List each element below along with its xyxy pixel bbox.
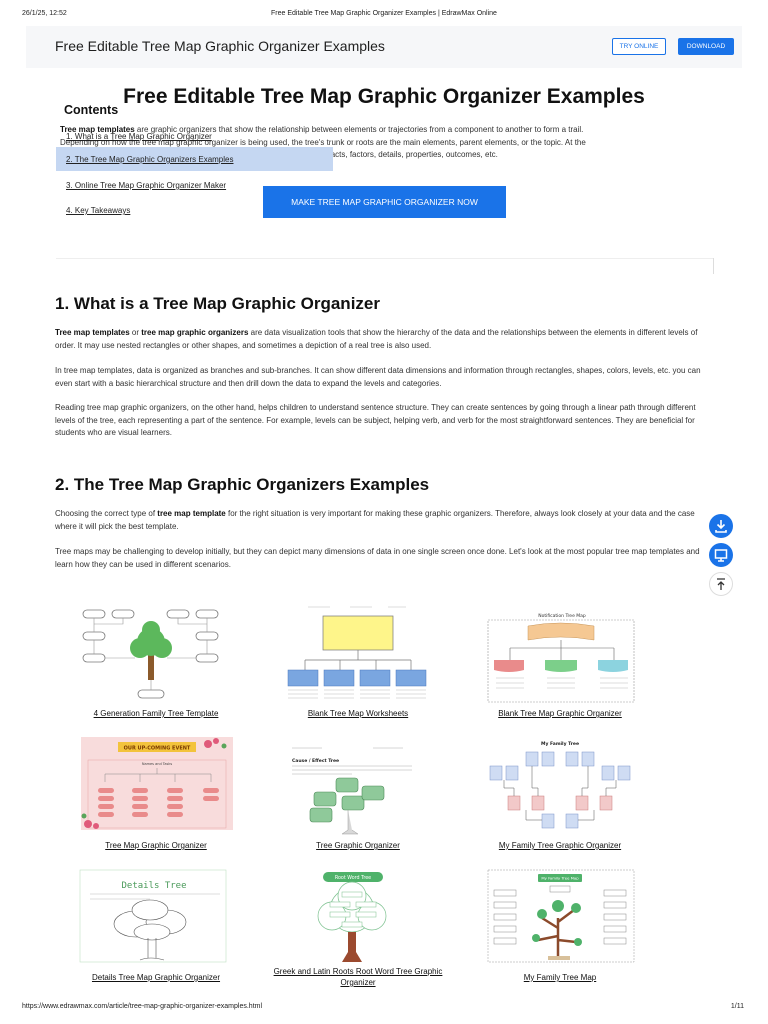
root-tree-title: Root Word Tree	[335, 875, 371, 881]
template-caption[interactable]: My Family Tree Map	[523, 973, 597, 982]
template-caption[interactable]: My Family Tree Graphic Organizer	[498, 841, 622, 850]
template-caption[interactable]: Tree Map Graphic Organizer	[105, 841, 207, 850]
make-tree-map-button[interactable]: MAKE TREE MAP GRAPHIC ORGANIZER NOW	[263, 186, 506, 218]
section-2-p1-b: for the right situation is very importan…	[55, 509, 695, 531]
section-1-heading: 1. What is a Tree Map Graphic Organizer	[55, 294, 380, 313]
print-page-number: 1/11	[730, 1003, 744, 1010]
toc-title: Contents	[64, 103, 119, 117]
section-2-p1-a: Choosing the correct type of	[55, 509, 158, 518]
bold-term-b: tree map graphic organizers	[141, 328, 249, 337]
event-subtitle: Names and Tasks	[142, 762, 173, 766]
notification-tree-thumbnail: Notification Tree Map	[487, 613, 635, 703]
download-button[interactable]: DOWNLOAD	[678, 38, 734, 55]
section-1-p1-rest: are data visualization tools that show t…	[55, 328, 698, 350]
template-caption[interactable]: Details Tree Map Graphic Organizer	[91, 973, 221, 982]
divider	[56, 258, 714, 259]
toc-item-1[interactable]: 1. What is a Tree Map Graphic Organizer	[66, 132, 212, 141]
intro-bold: Tree map templates	[60, 125, 135, 134]
print-title: Free Editable Tree Map Graphic Organizer…	[271, 10, 497, 17]
top-bar: Free Editable Tree Map Graphic Organizer…	[26, 26, 742, 68]
toc-item-2[interactable]: 2. The Tree Map Graphic Organizers Examp…	[56, 147, 333, 171]
template-caption[interactable]: Blank Tree Map Worksheets	[307, 709, 409, 718]
family-tree-map-thumbnail: My Family Tree Map	[487, 869, 635, 963]
site-title: Free Editable Tree Map Graphic Organizer…	[55, 38, 385, 54]
event-banner: OUR UP-COMING EVENT	[124, 746, 191, 752]
family-map-title: My Family Tree Map	[541, 876, 579, 881]
print-date: 26/1/25, 12:52	[22, 10, 67, 17]
intro-line-2: Depending on how the tree map graphic or…	[60, 137, 586, 147]
intro-line-3: nts show relevant facts, factors, detail…	[264, 150, 498, 159]
template-caption[interactable]: Greek and Latin Roots Root Word Tree Gra…	[273, 967, 443, 987]
presentation-icon[interactable]	[709, 543, 733, 567]
download-icon[interactable]	[709, 514, 733, 538]
section-2-paragraph-2: Tree maps may be challenging to develop …	[55, 547, 700, 569]
bold-term-a: Tree map templates	[55, 328, 130, 337]
toc-item-4[interactable]: 4. Key Takeaways	[66, 206, 131, 215]
bold-term-template: tree map template	[157, 509, 226, 518]
page-title: Free Editable Tree Map Graphic Organizer…	[123, 85, 645, 108]
intro-line-1: are graphic organizers that show the rel…	[134, 125, 584, 134]
cause-effect-title: Cause / Effect Tree	[292, 758, 339, 764]
section-1-paragraph-2: In tree map templates, data is organized…	[55, 366, 701, 388]
blank-worksheet-thumbnail	[287, 606, 427, 699]
toc-item-3[interactable]: 3. Online Tree Map Graphic Organizer Mak…	[66, 181, 227, 190]
family-tree-thumbnail	[82, 609, 219, 699]
event-tree-thumbnail: OUR UP-COMING EVENT Names and Tasks	[81, 737, 233, 830]
template-caption[interactable]: 4 Generation Family Tree Template	[93, 709, 219, 718]
divider-vertical	[713, 258, 714, 274]
section-2-paragraph-1: Choosing the correct type of tree map te…	[55, 508, 715, 533]
details-tree-title: Details Tree	[121, 881, 186, 891]
back-to-top-icon[interactable]	[709, 572, 733, 596]
section-2-heading: 2. The Tree Map Graphic Organizers Examp…	[55, 475, 430, 494]
template-caption[interactable]: Tree Graphic Organizer	[316, 841, 400, 850]
cause-effect-tree-thumbnail: Cause / Effect Tree	[292, 747, 412, 835]
family-tree-title: My Family Tree	[541, 741, 579, 747]
section-1-paragraph-3: Reading tree map graphic organizers, on …	[55, 403, 696, 437]
try-online-button[interactable]: TRY ONLINE	[612, 38, 666, 55]
print-url: https://www.edrawmax.com/article/tree-ma…	[22, 1003, 263, 1010]
toc-item-2-label: 2. The Tree Map Graphic Organizers Examp…	[66, 155, 234, 164]
intro-paragraph: Tree map templates are graphic organizer…	[60, 124, 715, 162]
or-text: or	[129, 328, 142, 337]
family-tree-organizer-thumbnail: My Family Tree	[489, 741, 631, 829]
template-caption[interactable]: Blank Tree Map Graphic Organizer	[498, 709, 622, 718]
section-1-paragraph-1: Tree map templates or tree map graphic o…	[55, 327, 715, 352]
root-word-tree-thumbnail: Root Word Tree	[317, 872, 387, 962]
details-tree-thumbnail: Details Tree	[79, 869, 227, 963]
notification-title: Notification Tree Map	[538, 613, 586, 619]
